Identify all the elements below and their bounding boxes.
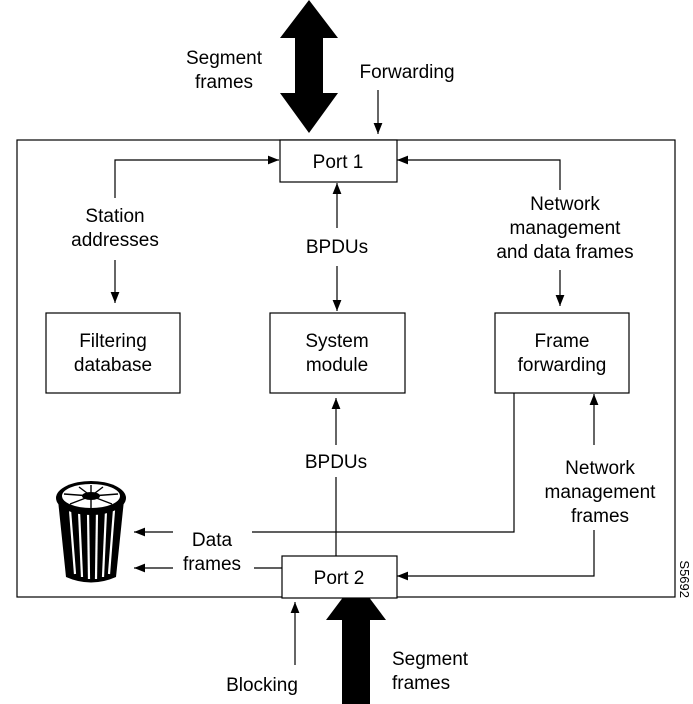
filtering-label-line1: Filtering [79, 331, 147, 352]
segment-frames-top-label-2: frames [195, 72, 253, 93]
netmgmt-bottom-label-3: frames [571, 506, 629, 527]
station-to-port1-arrow [114, 155, 279, 198]
blocking-state-label: Blocking [226, 675, 298, 696]
system-label-line1: System [305, 331, 368, 352]
system-module-box: System module [269, 312, 406, 394]
forwarding-label-line2: forwarding [518, 355, 607, 376]
segment-frames-top-arrow [280, 0, 338, 133]
filtering-database-box: Filtering database [45, 312, 181, 394]
data-frames-label-2: frames [183, 554, 241, 575]
port2-box: Port 2 [281, 555, 398, 599]
netmgmt-bottom-label-2: management [545, 482, 657, 503]
bpdus-top-label: BPDUs [306, 237, 368, 258]
segment-frames-bottom-label-2: frames [392, 673, 450, 694]
port2-label: Port 2 [314, 568, 365, 589]
forwarding-data-line [252, 392, 515, 533]
figure-id-label: S5692 [677, 560, 692, 598]
netmgmt-bottom-label-1: Network [565, 458, 635, 479]
segment-frames-top-label-1: Segment [186, 48, 263, 69]
station-label-1: Station [85, 206, 144, 227]
frame-forwarding-box: Frame forwarding [494, 312, 630, 394]
data-frames-label-1: Data [192, 530, 233, 551]
netmgmt-to-port1-arrow [397, 155, 561, 190]
filtering-label-line2: database [74, 355, 152, 376]
netmgmt-to-port2-arrow [397, 530, 595, 581]
system-label-line2: module [306, 355, 368, 376]
forwarding-state-label: Forwarding [359, 62, 454, 83]
forwarding-label-line1: Frame [535, 331, 590, 352]
netmgmt-top-label-2: management [510, 218, 622, 239]
trash-can-icon [56, 481, 126, 583]
netmgmt-top-label-3: and data frames [496, 242, 633, 263]
segment-frames-bottom-label-1: Segment [392, 649, 469, 670]
bpdus-bottom-label: BPDUs [305, 452, 367, 473]
station-label-2: addresses [71, 230, 159, 251]
segment-frames-bottom-arrow [326, 580, 386, 704]
port1-label: Port 1 [313, 152, 364, 173]
port1-box: Port 1 [279, 139, 398, 183]
netmgmt-top-label-1: Network [530, 194, 600, 215]
